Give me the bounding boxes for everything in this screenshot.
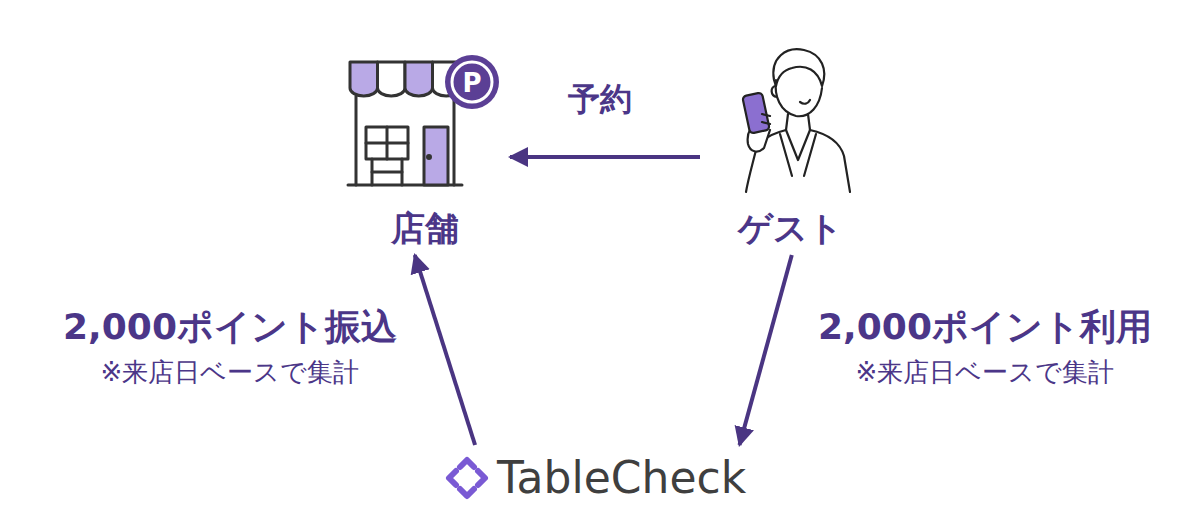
store-door: [424, 127, 448, 185]
door-knob: [428, 156, 431, 159]
guest-face: [776, 80, 822, 116]
guest-body: [756, 130, 850, 192]
guest-neck: [786, 114, 810, 130]
guest-smile: [800, 100, 810, 104]
logo-chevron: [460, 489, 474, 496]
store-node: 店舗: [340, 50, 510, 255]
guest-illustration: [742, 49, 850, 192]
note-text: ※来店日ベースで集計: [101, 355, 360, 390]
note-text: ※来店日ベースで集計: [856, 355, 1115, 390]
guest-ear: [772, 86, 777, 97]
badge-letter: P: [462, 68, 481, 98]
edge-label: 2,000ポイント利用: [818, 303, 1152, 352]
brand-node: TableCheck: [445, 445, 755, 511]
guest-node: ゲスト: [700, 50, 880, 255]
arrow-connector: [740, 255, 792, 445]
node-label: ゲスト: [700, 208, 880, 248]
guest-collar: [780, 130, 816, 176]
awning-stripe: [378, 62, 406, 96]
store-window: [366, 127, 408, 159]
node-label: 店舗: [340, 208, 510, 248]
edge-label: 予約: [568, 78, 632, 122]
brand-logo: [449, 460, 485, 496]
logo-chevron: [460, 460, 474, 467]
window-bar: [366, 142, 408, 145]
arrow-connector: [510, 155, 700, 159]
guest-fingers: [762, 114, 770, 124]
store-icon: [348, 62, 462, 185]
store-wall: [453, 96, 456, 185]
store-wall: [355, 96, 358, 185]
guest-phone: [742, 92, 769, 133]
guest-arm: [746, 150, 756, 192]
arrow-connector: [415, 255, 475, 445]
logo-chevron: [449, 471, 456, 485]
logo-chevron: [478, 471, 485, 485]
edge-label: 2,000ポイント振込: [63, 303, 397, 352]
badge-ring: [452, 62, 492, 102]
badge-circle: [445, 55, 499, 109]
store-sign-bar: [372, 171, 402, 174]
node-label: TableCheck: [445, 445, 755, 511]
guest-hair: [773, 49, 824, 86]
awning-stripe: [350, 62, 378, 96]
awning-stripe: [405, 62, 433, 96]
point-badge: [445, 55, 499, 109]
